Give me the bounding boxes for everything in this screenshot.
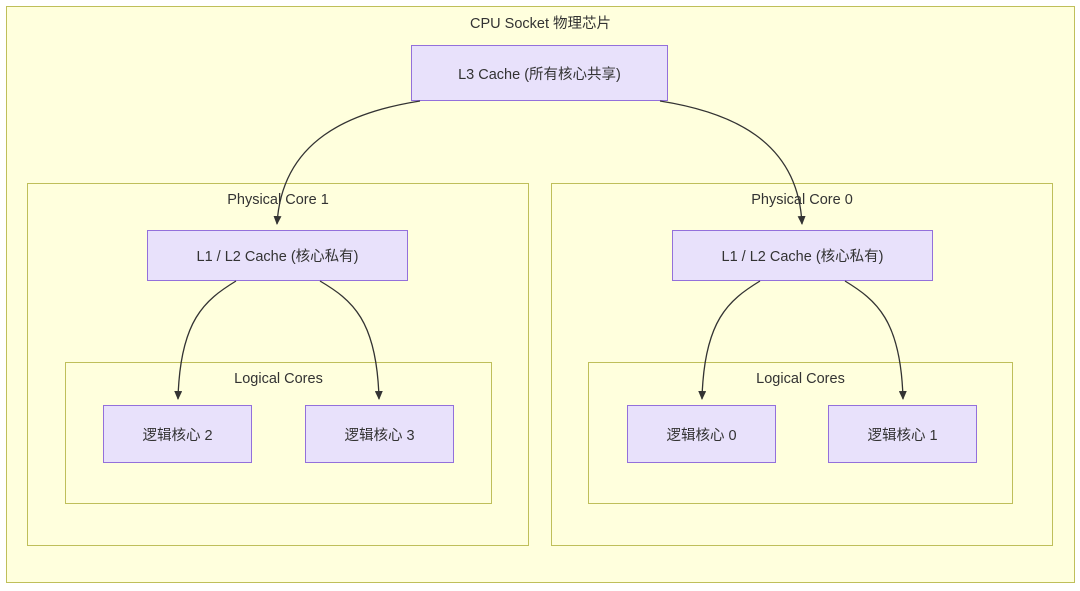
node-logical-core-1[interactable]: 逻辑核心 1 bbox=[828, 405, 977, 463]
node-logical-core-0[interactable]: 逻辑核心 0 bbox=[627, 405, 776, 463]
node-logical-core-3[interactable]: 逻辑核心 3 bbox=[305, 405, 454, 463]
node-l3-cache[interactable]: L3 Cache (所有核心共享) bbox=[411, 45, 668, 101]
node-core0-l1-l2-cache[interactable]: L1 / L2 Cache (核心私有) bbox=[672, 230, 933, 281]
cluster-label-physical-core-1: Physical Core 1 bbox=[227, 192, 329, 208]
cluster-label-logical-cores-left: Logical Cores bbox=[234, 371, 323, 387]
cluster-label-logical-cores-right: Logical Cores bbox=[756, 371, 845, 387]
cluster-label-physical-core-0: Physical Core 0 bbox=[751, 192, 853, 208]
node-logical-core-2[interactable]: 逻辑核心 2 bbox=[103, 405, 252, 463]
node-core1-l1-l2-cache[interactable]: L1 / L2 Cache (核心私有) bbox=[147, 230, 408, 281]
cluster-label-cpu-socket: CPU Socket 物理芯片 bbox=[470, 16, 611, 32]
